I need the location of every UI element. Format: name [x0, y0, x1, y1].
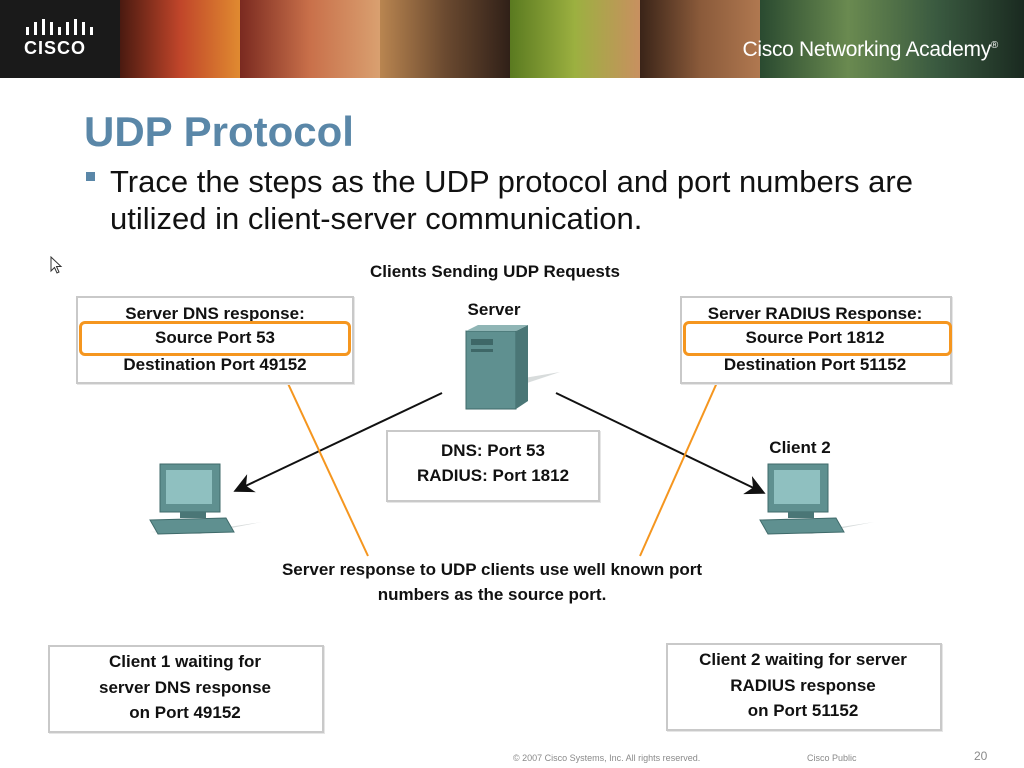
header-banner: CISCO Cisco Networking Academy®	[0, 0, 1024, 78]
client1-waiting-line-1: Client 1 waiting for	[108, 652, 262, 671]
dns-source-port: Source Port 53	[155, 328, 275, 347]
radius-source-port-highlight	[683, 321, 952, 356]
slide-title: UDP Protocol	[84, 108, 354, 155]
page-number: 20	[974, 749, 988, 763]
mouse-cursor-icon	[50, 256, 63, 274]
footer-classification: Cisco Public	[807, 753, 857, 763]
caption-line-2: numbers as the source port.	[377, 585, 607, 604]
arrow-to-client1	[233, 392, 443, 493]
server-radius-port: RADIUS: Port 1812	[416, 466, 570, 485]
banner-photo-4	[510, 0, 640, 78]
dns-destination-port: Destination Port 49152	[123, 355, 307, 374]
banner-photo-3	[380, 0, 510, 78]
radius-source-port: Source Port 1812	[745, 328, 885, 347]
radius-destination-port: Destination Port 51152	[723, 355, 907, 374]
banner-photo-6	[760, 0, 1024, 78]
bullet-text: Trace the steps as the UDP protocol and …	[110, 164, 913, 236]
bullet-square-icon	[86, 172, 95, 181]
client1-pc-icon	[149, 463, 262, 535]
client1-waiting-line-2: server DNS response	[99, 678, 271, 697]
client1-waiting-box	[48, 645, 324, 733]
cisco-wordmark: CISCO	[24, 38, 87, 58]
dns-response-title: Server DNS response:	[125, 304, 305, 323]
academy-title: Cisco Networking Academy®	[742, 38, 999, 61]
banner-photo-5	[640, 0, 760, 78]
server-dns-port: DNS: Port 53	[441, 441, 545, 460]
client2-pc-icon	[759, 463, 874, 535]
banner-photo-1	[120, 0, 240, 78]
radius-response-title: Server RADIUS Response:	[707, 304, 923, 323]
client1-waiting-line-3: on Port 49152	[129, 703, 241, 722]
cisco-logo: CISCO	[0, 0, 120, 78]
server-label: Server	[467, 300, 521, 319]
cisco-bridge-icon	[26, 19, 93, 35]
orange-arrow-dns	[275, 358, 369, 557]
footer-copyright: © 2007 Cisco Systems, Inc. All rights re…	[513, 753, 701, 763]
client2-waiting-line-1: Client 2 waiting for server	[699, 650, 907, 669]
server-ports-box	[386, 430, 600, 502]
server-icon	[465, 325, 560, 410]
client2-waiting-box	[666, 643, 942, 731]
arrow-to-client2	[555, 392, 766, 495]
diagram-heading: Clients Sending UDP Requests	[369, 262, 620, 281]
banner-photo-2	[240, 0, 380, 78]
dns-source-port-highlight	[79, 321, 351, 356]
caption-line-1: Server response to UDP clients use well …	[281, 560, 703, 579]
client2-waiting-line-2: RADIUS response	[730, 676, 876, 695]
client2-waiting-line-3: on Port 51152	[747, 701, 859, 720]
client2-label: Client 2	[769, 438, 831, 457]
orange-arrow-radius	[639, 356, 730, 557]
